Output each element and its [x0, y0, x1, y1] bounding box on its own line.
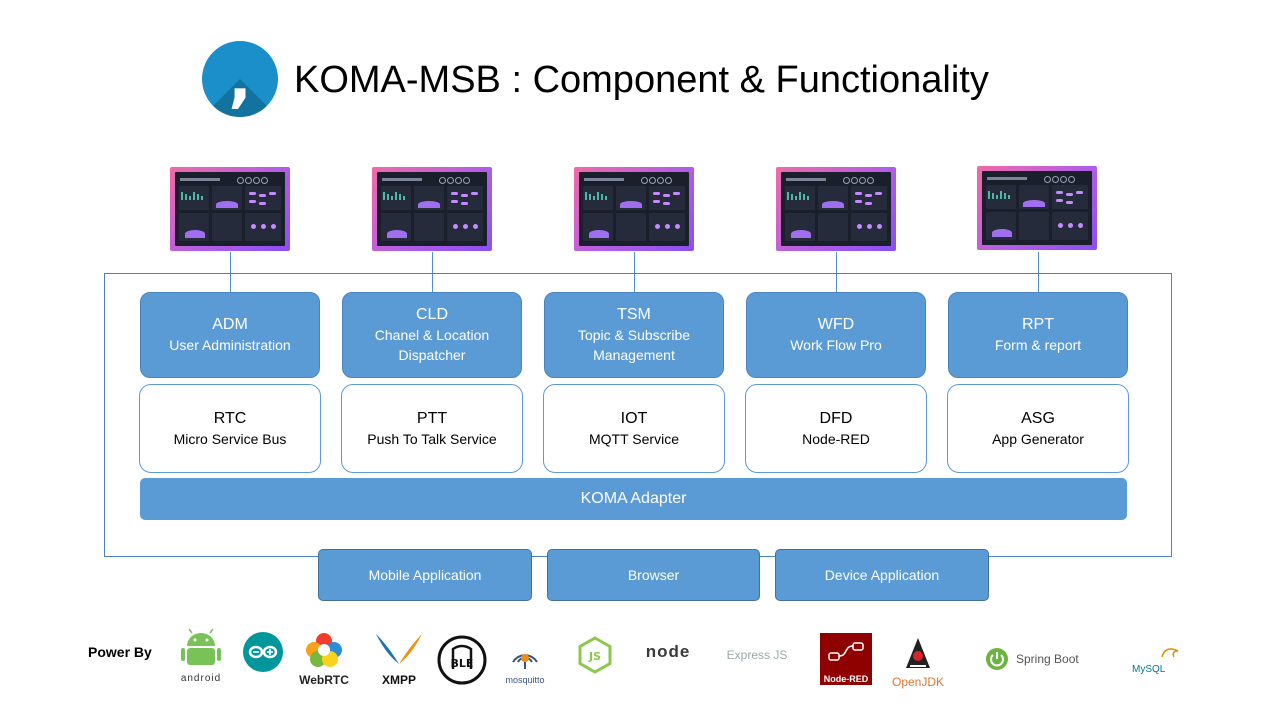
- module-name: Work Flow Pro: [790, 337, 882, 353]
- module-code: ADM: [212, 316, 248, 333]
- dashboard-screen: [781, 172, 891, 246]
- client-device-application: Device Application: [775, 549, 989, 601]
- mysql-logo: MySQL: [1132, 645, 1184, 675]
- dashboard-monitor: [776, 167, 896, 251]
- service-name: Node-RED: [802, 430, 870, 447]
- android-logo: android: [170, 628, 232, 684]
- node-logo: node: [644, 642, 692, 672]
- node-red-icon: [828, 642, 864, 661]
- tech-label: WebRTC: [299, 673, 349, 687]
- service-dfd: DFD Node-RED: [745, 384, 927, 473]
- tech-label: JS: [588, 650, 601, 663]
- dashboard-screen: [982, 171, 1092, 245]
- module-wfd: WFD Work Flow Pro: [746, 292, 926, 378]
- tech-label: android: [180, 673, 222, 684]
- module-code: WFD: [817, 316, 855, 333]
- tech-label: node: [645, 642, 691, 661]
- power-by-label: Power By: [88, 644, 152, 660]
- connector-line: [634, 252, 635, 292]
- dashboard-screen: [579, 172, 689, 246]
- duke-icon: [906, 638, 930, 668]
- service-code: RTC: [213, 409, 247, 427]
- node-red-logo: Node-RED: [820, 633, 872, 685]
- xmpp-logo: XMPP: [372, 632, 426, 687]
- connector-line: [836, 252, 837, 292]
- module-rpt: RPT Form & report: [948, 292, 1128, 378]
- service-name: Micro Service Bus: [173, 430, 287, 447]
- service-name: Push To Talk Service: [367, 430, 497, 447]
- dashboard-screen: [377, 172, 487, 246]
- dashboard-screen: [175, 172, 285, 246]
- dashboard-monitor: [574, 167, 694, 251]
- koma-adapter-bar: KOMA Adapter: [140, 478, 1127, 520]
- module-name: Chanel & Location Dispatcher: [374, 327, 490, 363]
- service-name: MQTT Service: [589, 430, 679, 447]
- client-browser: Browser: [547, 549, 760, 601]
- module-cld: CLD Chanel & Location Dispatcher: [342, 292, 522, 378]
- dashboard-monitor: [170, 167, 290, 251]
- service-name: App Generator: [992, 430, 1084, 447]
- tech-label: OpenJDK: [892, 675, 945, 689]
- connector-line: [230, 252, 231, 292]
- webrtc-logo: WebRTC: [294, 632, 354, 687]
- page-title: KOMA-MSB : Component & Functionality: [294, 59, 989, 101]
- connector-line: [1038, 252, 1039, 292]
- webrtc-icon: [306, 633, 342, 667]
- logo-comma-icon: ,: [228, 42, 252, 115]
- service-ptt: PTT Push To Talk Service: [341, 384, 523, 473]
- expressjs-logo: Express JS: [726, 648, 788, 668]
- openjdk-logo: OpenJDK: [892, 636, 945, 689]
- service-code: IOT: [620, 409, 648, 427]
- xmpp-icon: [376, 634, 422, 664]
- dashboard-monitor: [977, 166, 1097, 250]
- mosquitto-logo: mosquitto: [502, 638, 548, 685]
- module-code: CLD: [415, 306, 448, 323]
- tech-label: Node-RED: [820, 674, 872, 684]
- service-iot: IOT MQTT Service: [543, 384, 725, 473]
- arduino-icon: [243, 632, 283, 672]
- koma-logo: ,: [202, 41, 278, 117]
- client-mobile-application: Mobile Application: [318, 549, 532, 601]
- dolphin-icon: [1161, 648, 1179, 658]
- spring-power-icon: [986, 648, 1008, 670]
- module-name: Topic & Subscribe Management: [577, 327, 691, 363]
- module-tsm: TSM Topic & Subscribe Management: [544, 292, 724, 378]
- tech-label: mosquitto: [505, 675, 545, 685]
- module-code: TSM: [617, 306, 651, 323]
- service-code: DFD: [819, 409, 853, 427]
- service-rtc: RTC Micro Service Bus: [139, 384, 321, 473]
- module-code: RPT: [1022, 316, 1054, 333]
- module-name: User Administration: [169, 337, 291, 353]
- tech-label: Spring Boot: [1016, 652, 1079, 666]
- service-code: ASG: [1021, 409, 1055, 427]
- service-asg: ASG App Generator: [947, 384, 1129, 473]
- ble-icon: BLE: [437, 635, 487, 685]
- tech-label: BLE: [451, 657, 474, 670]
- arduino-logo: [242, 631, 284, 673]
- module-adm: ADM User Administration: [140, 292, 320, 378]
- spring-boot-logo: Spring Boot: [985, 646, 1089, 672]
- nodejs-hex-logo: JS: [577, 636, 613, 674]
- dashboard-monitor: [372, 167, 492, 251]
- tech-label: MySQL: [1132, 664, 1166, 675]
- tech-label: Express JS: [726, 648, 788, 662]
- service-code: PTT: [416, 409, 448, 427]
- connector-line: [432, 252, 433, 292]
- nodejs-hex-icon: JS: [578, 636, 612, 674]
- ble-logo: BLE: [437, 635, 487, 685]
- tech-label: XMPP: [381, 673, 416, 687]
- android-icon: [181, 628, 221, 665]
- module-name: Form & report: [994, 337, 1082, 353]
- mosquitto-icon: [512, 654, 538, 669]
